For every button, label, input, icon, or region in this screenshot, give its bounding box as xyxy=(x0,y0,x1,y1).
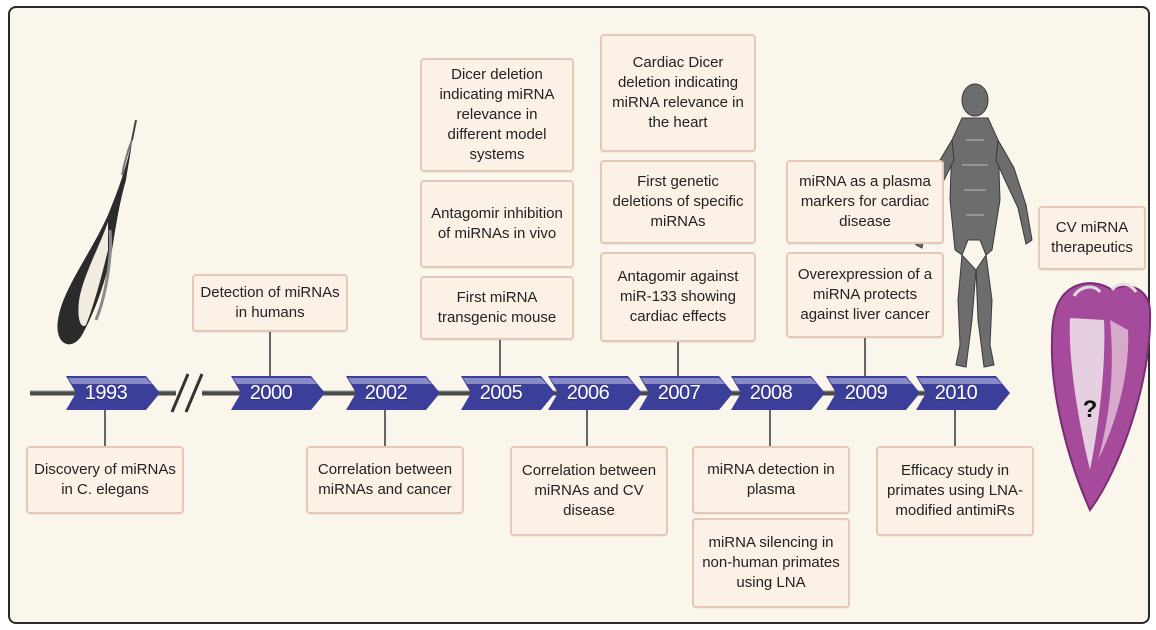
event-text: Overexpression of a miRNA protects again… xyxy=(797,266,933,323)
year-arrow-shine xyxy=(828,378,912,384)
event-2007-mir133: Antagomir against miR-133 showing cardia… xyxy=(600,252,756,342)
year-arrow-2009 xyxy=(826,376,920,410)
year-arrow-2007 xyxy=(639,376,733,410)
event-2000-detection: Detection of miRNAs in humans xyxy=(192,274,348,332)
human-anatomy-illustration xyxy=(915,83,1033,368)
year-arrows xyxy=(66,376,1010,410)
timeline-break-icon xyxy=(170,373,204,413)
year-arrow-shine xyxy=(550,378,634,384)
year-2010: 2010 xyxy=(934,382,978,404)
year-arrow-2005 xyxy=(461,376,555,410)
connectors xyxy=(104,330,956,446)
event-text: miRNA silencing in non-human primates us… xyxy=(702,534,840,591)
year-arrow-2002 xyxy=(346,376,440,410)
year-2008: 2008 xyxy=(749,382,793,404)
event-2007-cardiac-dicer: Cardiac Dicer deletion indicating miRNA … xyxy=(600,34,756,152)
year-arrow-1993 xyxy=(66,376,160,410)
year-arrow-shine xyxy=(68,378,152,384)
year-arrow-2010 xyxy=(916,376,1010,410)
event-2008-primate-silencing: miRNA silencing in non-human primates us… xyxy=(692,518,850,608)
event-text: Discovery of miRNAs in C. elegans xyxy=(34,461,176,498)
event-2002-cancer: Correlation between miRNAs and cancer xyxy=(306,446,464,514)
year-arrow-shine xyxy=(233,378,317,384)
event-text: Antagomir against miR-133 showing cardia… xyxy=(617,268,739,325)
event-text: Correlation between miRNAs and CV diseas… xyxy=(521,462,657,519)
worm-illustration xyxy=(57,119,137,345)
heart-section-illustration xyxy=(1050,282,1152,512)
event-text: Cardiac Dicer deletion indicating miRNA … xyxy=(612,54,744,131)
event-2007-genetic-deletions: First genetic deletions of specific miRN… xyxy=(600,160,756,244)
event-2006-cv-disease: Correlation between miRNAs and CV diseas… xyxy=(510,446,668,536)
year-arrow-2008 xyxy=(731,376,825,410)
event-2009-liver-cancer: Overexpression of a miRNA protects again… xyxy=(786,252,944,338)
year-2000: 2000 xyxy=(249,382,293,404)
event-2010-efficacy: Efficacy study in primates using LNA-mod… xyxy=(876,446,1034,536)
event-2005-transgenic: First miRNA transgenic mouse xyxy=(420,276,574,340)
event-text: Detection of miRNAs in humans xyxy=(200,284,340,321)
event-2009-plasma-markers: miRNA as a plasma markers for cardiac di… xyxy=(786,160,944,244)
event-text: Correlation between miRNAs and cancer xyxy=(317,461,453,498)
event-text: Antagomir inhibition of miRNAs in vivo xyxy=(431,205,563,242)
year-arrow-shine xyxy=(348,378,432,384)
event-2005-antagomir: Antagomir inhibition of miRNAs in vivo xyxy=(420,180,574,268)
year-arrow-shine xyxy=(918,378,1002,384)
year-2005: 2005 xyxy=(479,382,523,404)
year-arrow-shine xyxy=(463,378,547,384)
event-2010-therapeutics: CV miRNA therapeutics xyxy=(1038,206,1146,270)
event-text: Dicer deletion indicating miRNA relevanc… xyxy=(439,66,555,163)
event-2005-dicer: Dicer deletion indicating miRNA relevanc… xyxy=(420,58,574,172)
year-2002: 2002 xyxy=(364,382,408,404)
event-1993-discovery: Discovery of miRNAs in C. elegans xyxy=(26,446,184,514)
event-text: CV miRNA therapeutics xyxy=(1051,219,1133,256)
heart-question-mark: ? xyxy=(1082,396,1098,423)
event-text: miRNA as a plasma markers for cardiac di… xyxy=(799,173,931,230)
event-text: First genetic deletions of specific miRN… xyxy=(612,173,744,230)
event-text: miRNA detection in plasma xyxy=(707,461,835,498)
year-2007: 2007 xyxy=(657,382,701,404)
year-arrow-shine xyxy=(641,378,725,384)
year-2009: 2009 xyxy=(844,382,888,404)
event-2008-plasma-detection: miRNA detection in plasma xyxy=(692,446,850,514)
year-arrow-2006 xyxy=(548,376,642,410)
year-2006: 2006 xyxy=(566,382,610,404)
event-text: First miRNA transgenic mouse xyxy=(437,289,557,326)
year-1993: 1993 xyxy=(84,382,128,404)
year-arrow-shine xyxy=(733,378,817,384)
event-text: Efficacy study in primates using LNA-mod… xyxy=(887,462,1023,519)
year-arrow-2000 xyxy=(231,376,325,410)
